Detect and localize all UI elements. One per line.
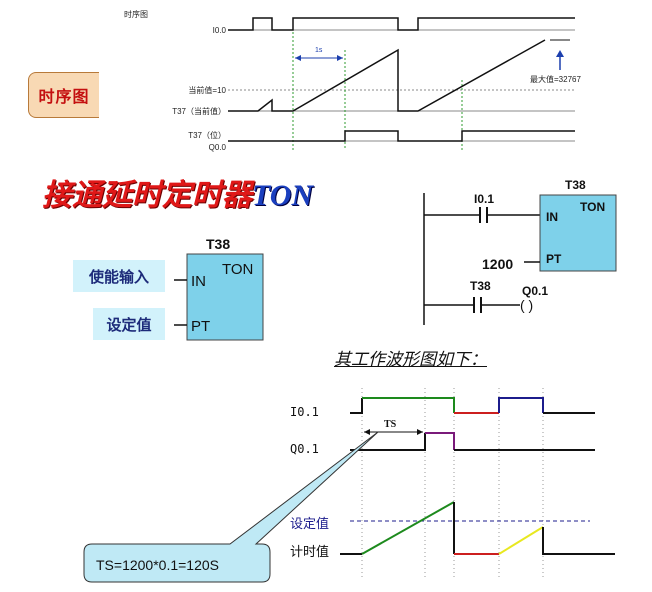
i01-label: I0.1 bbox=[290, 405, 319, 419]
setpoint-wave-label: 设定值 bbox=[290, 516, 329, 531]
preset-value: 1200 bbox=[482, 256, 513, 272]
block-name: T38 bbox=[206, 236, 230, 252]
svg-text:IN: IN bbox=[546, 210, 558, 224]
q01-on-pulse bbox=[425, 432, 455, 450]
t37-bit-label: T37（位） bbox=[188, 130, 226, 140]
page-title: 接通延时定时器TON bbox=[42, 179, 314, 212]
svg-text:I0.1: I0.1 bbox=[474, 192, 494, 206]
timer-ramp-1 bbox=[361, 501, 455, 555]
top-timing-diagram: 时序图 1s 最大值=32767 I0.0 当前值=10 T37（当前值） T3… bbox=[124, 9, 581, 152]
timer-ramp-2 bbox=[498, 526, 544, 555]
max-value-label: 最大值=32767 bbox=[530, 74, 581, 84]
ladder-diagram: I0.1 T38 TON IN PT 1200 T38 Q0.1 ( ) bbox=[423, 178, 617, 325]
ton-block-diagram: T38 TON IN PT bbox=[174, 236, 264, 341]
coil-q01[interactable]: ( ) bbox=[520, 297, 533, 313]
i00-label: I0.0 bbox=[213, 26, 227, 35]
svg-text:TON: TON bbox=[580, 200, 605, 214]
q00-label: Q0.0 bbox=[209, 143, 227, 152]
svg-text:PT: PT bbox=[546, 252, 562, 266]
interval-arrow: 1s bbox=[295, 47, 343, 61]
timing-title: 时序图 bbox=[124, 9, 148, 19]
ts-formula: TS=1200*0.1=120S bbox=[96, 557, 219, 573]
svg-text:T38: T38 bbox=[470, 279, 491, 293]
block-type: TON bbox=[222, 261, 253, 278]
enable-input-label: 使能输入 bbox=[73, 260, 165, 292]
svg-text:TS: TS bbox=[384, 419, 397, 430]
t37-current-label: T37（当前值） bbox=[172, 106, 226, 116]
ts-interval-arrow: TS bbox=[364, 419, 423, 435]
ladder-timer-name: T38 bbox=[565, 178, 586, 192]
svg-text:1s: 1s bbox=[315, 47, 323, 54]
bottom-waveform-diagram: I0.1 TS Q0.1 设定值 计时值 bbox=[290, 388, 615, 580]
timer-value-label: 计时值 bbox=[290, 544, 329, 559]
setpoint-label: 设定值 bbox=[93, 308, 165, 340]
i00-waveform bbox=[228, 17, 575, 31]
timing-tab[interactable]: 时序图 bbox=[28, 72, 99, 118]
ladder-timer-block[interactable] bbox=[539, 194, 617, 272]
t37-bit-waveform bbox=[228, 130, 575, 142]
t37-current-waveform bbox=[228, 39, 546, 112]
wave-heading: 其工作波形图如下： bbox=[334, 350, 487, 369]
current-value-label: 当前值=10 bbox=[188, 85, 226, 95]
ton-block bbox=[186, 253, 264, 341]
coil-name: Q0.1 bbox=[522, 284, 548, 298]
i01-on-pulse-1 bbox=[362, 397, 455, 413]
in-pin: IN bbox=[191, 273, 206, 290]
q01-label: Q0.1 bbox=[290, 442, 319, 456]
pt-pin: PT bbox=[191, 318, 210, 335]
i01-on-pulse-2 bbox=[498, 397, 544, 413]
